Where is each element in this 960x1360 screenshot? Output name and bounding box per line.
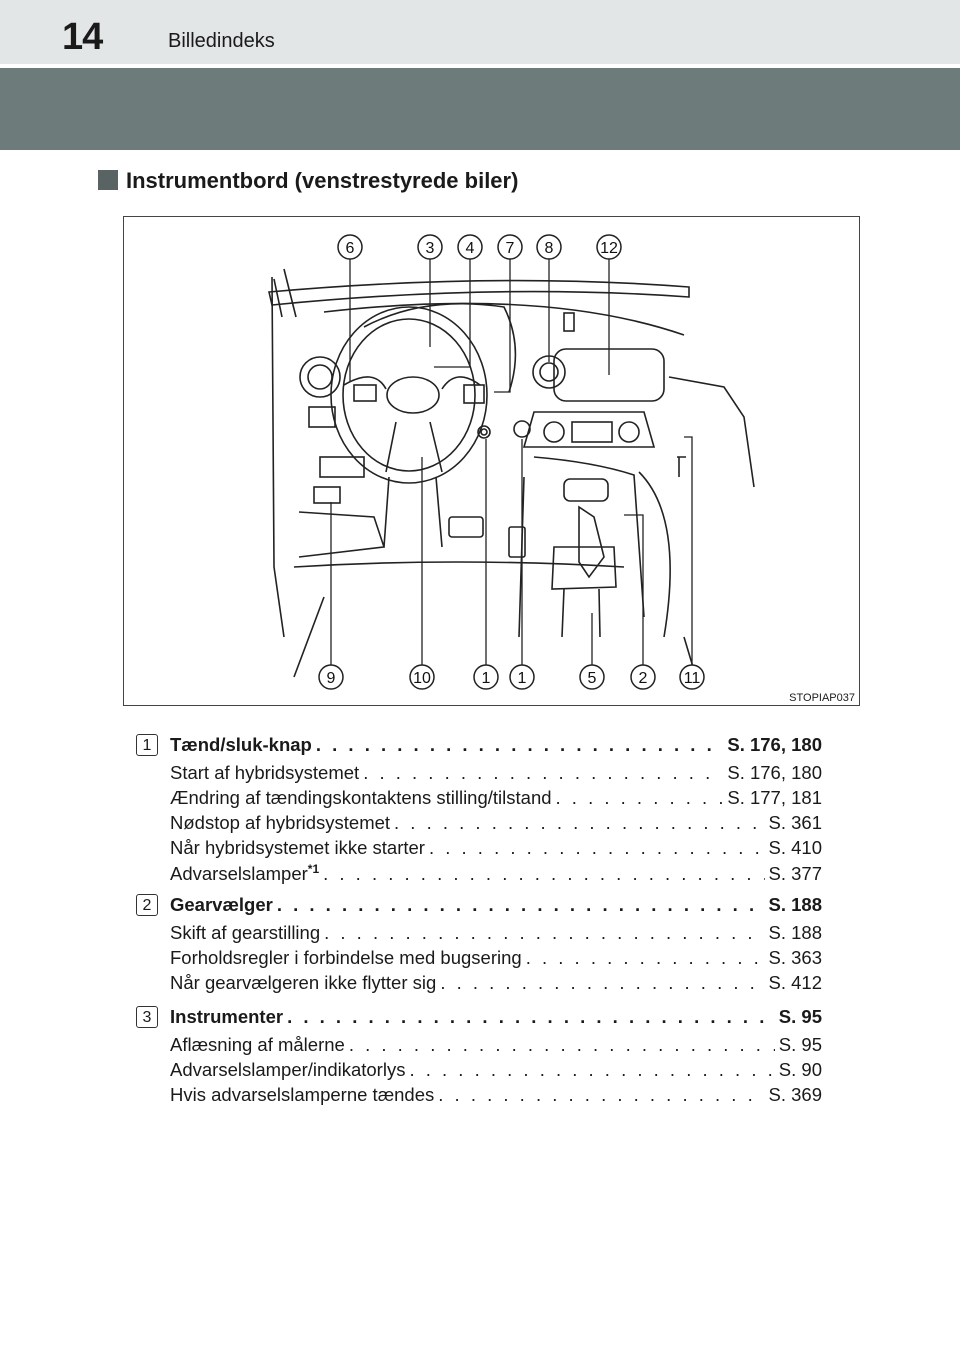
- callout-7: 7: [506, 240, 515, 257]
- section-title: Instrumentbord (venstrestyrede biler): [98, 168, 518, 194]
- entry-sub-row[interactable]: Når hybridsystemet ikke starterS. 410: [170, 837, 822, 862]
- entry-sub-row[interactable]: Advarselslamper/indikatorlysS. 90: [170, 1059, 822, 1084]
- callout-9: 9: [327, 670, 336, 687]
- entry-main-row[interactable]: InstrumenterS. 95: [170, 1006, 822, 1034]
- callout-11: 11: [684, 670, 701, 687]
- chapter-title: Billedindeks: [168, 30, 275, 52]
- callout-2: 2: [639, 670, 648, 687]
- page-number: 14: [62, 16, 103, 58]
- callout-3: 3: [426, 240, 435, 257]
- section-square-icon: [98, 170, 118, 190]
- index-entry-2: 2 GearvælgerS. 188 Skift af gearstilling…: [136, 894, 822, 997]
- callout-6: 6: [346, 240, 355, 257]
- entry-sub-row[interactable]: Nødstop af hybridsystemetS. 361: [170, 812, 822, 837]
- callout-1b: 1: [518, 670, 527, 687]
- entry-number: 2: [136, 894, 158, 916]
- dashboard-illustration: 6 3 4 7 8 12 9 10 1 1 5 2 11: [123, 216, 860, 706]
- callout-8: 8: [545, 240, 554, 257]
- entry-sub-row[interactable]: Skift af gearstillingS. 188: [170, 922, 822, 947]
- entry-sub-row[interactable]: Aflæsning af målerneS. 95: [170, 1034, 822, 1059]
- index-entry-1: 1 Tænd/sluk-knapS. 176, 180 Start af hyb…: [136, 734, 822, 887]
- index-entry-3: 3 InstrumenterS. 95 Aflæsning af målerne…: [136, 1006, 822, 1109]
- entry-sub-row[interactable]: Når gearvælgeren ikke flytter sigS. 412: [170, 972, 822, 997]
- entry-sub-row[interactable]: Forholdsregler i forbindelse med bugseri…: [170, 947, 822, 972]
- callout-5: 5: [588, 670, 597, 687]
- figure-code: STOPIAP037: [787, 692, 857, 704]
- entry-sub-row[interactable]: Start af hybridsystemetS. 176, 180: [170, 762, 822, 787]
- callout-1a: 1: [482, 670, 491, 687]
- header-strip: [0, 0, 960, 64]
- page-header: 14 Billedindeks: [0, 0, 960, 150]
- entry-sub-row[interactable]: Advarselslamper*1S. 377: [170, 862, 822, 887]
- dashboard-drawing: 6 3 4 7 8 12 9 10 1 1 5 2 11: [268, 234, 755, 690]
- header-band: [0, 68, 960, 150]
- entry-number: 1: [136, 734, 158, 756]
- entry-number: 3: [136, 1006, 158, 1028]
- entry-main-row[interactable]: Tænd/sluk-knapS. 176, 180: [170, 734, 822, 762]
- section-title-text: Instrumentbord (venstrestyrede biler): [126, 168, 519, 193]
- footnote-marker: *1: [307, 862, 320, 876]
- callout-4: 4: [466, 240, 475, 257]
- entry-sub-row[interactable]: Hvis advarselslamperne tændesS. 369: [170, 1084, 822, 1109]
- callout-12: 12: [600, 240, 618, 257]
- callout-10: 10: [413, 670, 431, 687]
- entry-main-row[interactable]: GearvælgerS. 188: [170, 894, 822, 922]
- entry-sub-row[interactable]: Ændring af tændingskontaktens stilling/t…: [170, 787, 822, 812]
